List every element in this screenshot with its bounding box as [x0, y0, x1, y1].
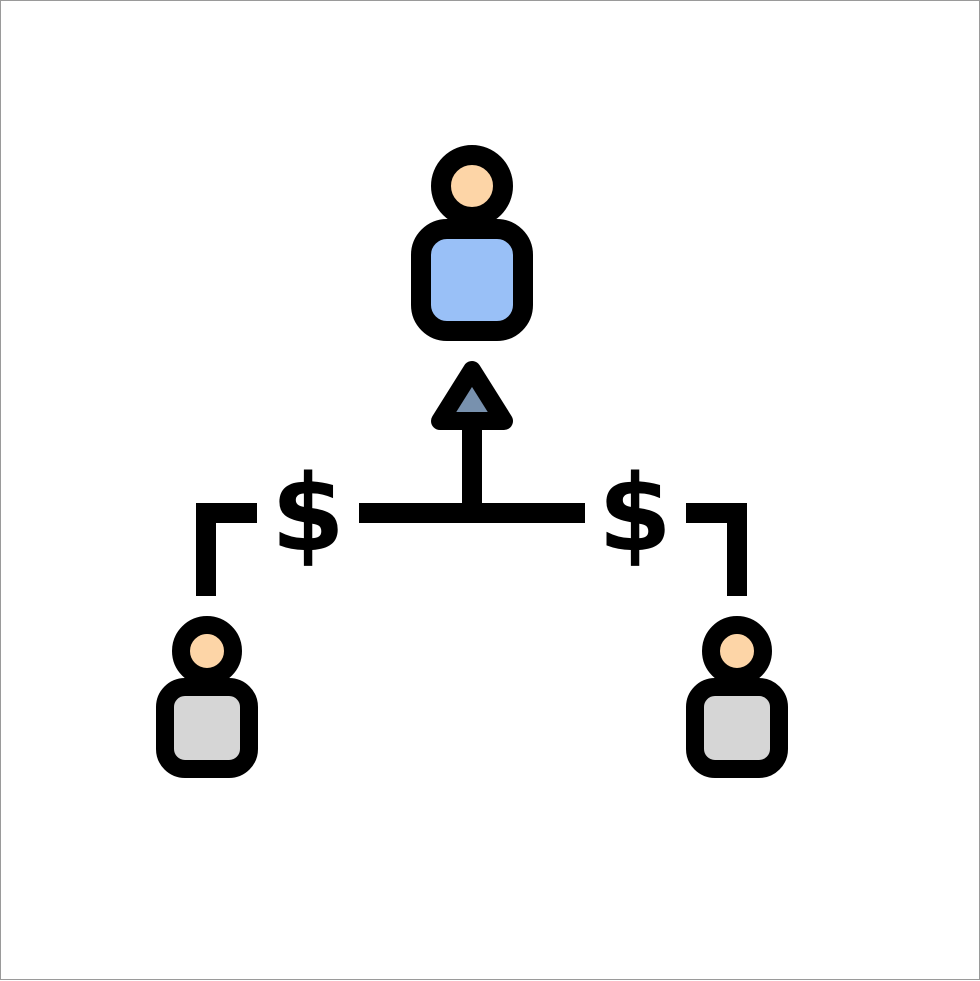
connector-right — [686, 503, 747, 596]
up-arrow-icon — [431, 361, 513, 506]
right-person-body — [686, 678, 788, 778]
left-person-head — [172, 616, 242, 686]
left-person-body — [156, 678, 258, 778]
arrow-head — [431, 361, 513, 430]
dollar-right-icon: $ — [598, 452, 672, 575]
top-person-body — [411, 219, 533, 341]
right-person-head — [702, 616, 772, 686]
connector-left — [196, 503, 257, 596]
top-person-head — [431, 145, 513, 227]
left-person-icon — [156, 616, 258, 778]
right-person-icon — [686, 616, 788, 778]
dollar-left-icon: $ — [271, 452, 345, 575]
top-person-icon — [411, 145, 533, 341]
